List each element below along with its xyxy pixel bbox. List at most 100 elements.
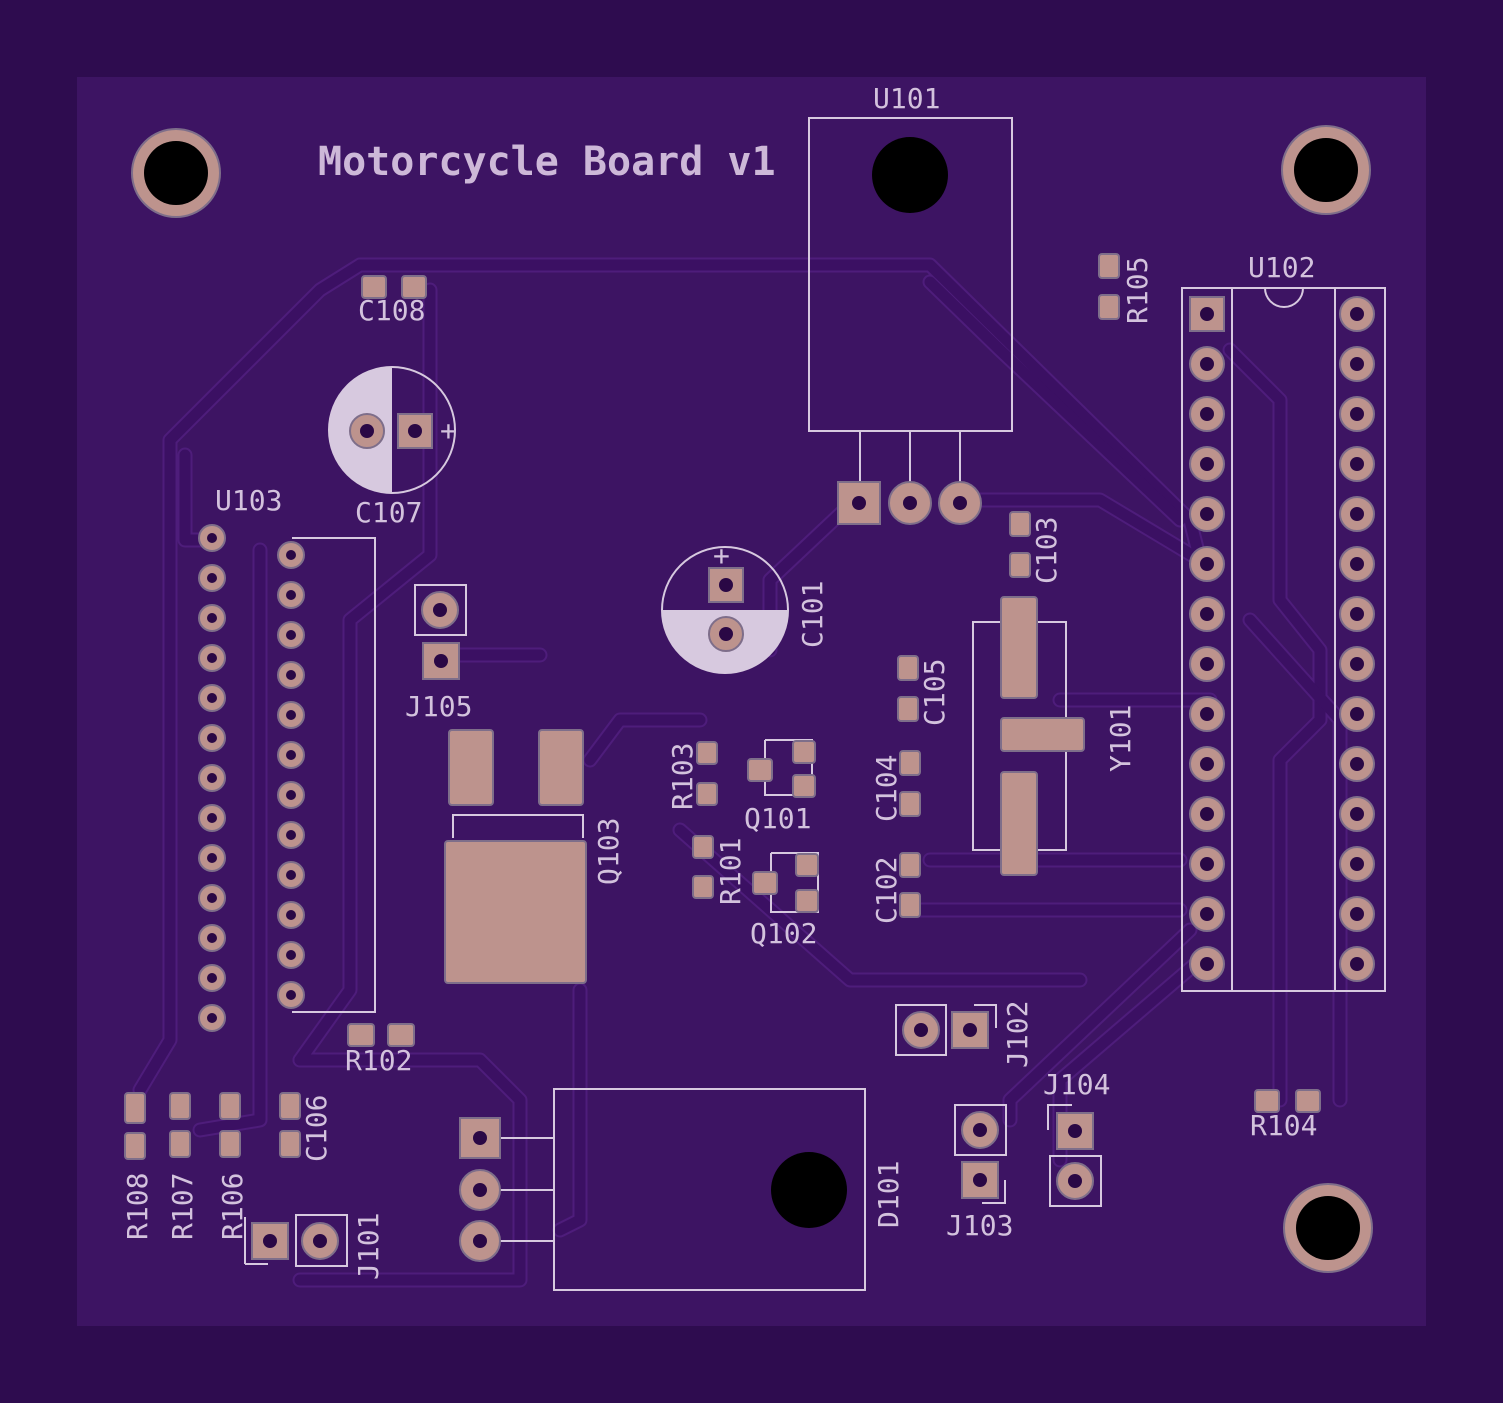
u102-pin bbox=[1189, 296, 1225, 332]
u103-pin bbox=[277, 541, 305, 569]
u101-label: U101 bbox=[873, 82, 940, 115]
u102-pin bbox=[1189, 846, 1225, 882]
svg-text:+: + bbox=[713, 539, 730, 572]
u102-pin bbox=[1189, 796, 1225, 832]
r106-resistor: R106 bbox=[216, 1092, 249, 1240]
u102-label: U102 bbox=[1248, 251, 1315, 284]
mounting-hole-top-right bbox=[1281, 125, 1371, 215]
u102-dip-ic: U102 bbox=[1181, 251, 1386, 992]
j101-label: J101 bbox=[352, 1213, 385, 1280]
u103-pin bbox=[277, 981, 305, 1009]
c102-capacitor: C102 bbox=[870, 852, 921, 924]
u102-pin bbox=[1339, 796, 1375, 832]
u103-pin bbox=[198, 844, 226, 872]
u102-pin bbox=[1339, 396, 1375, 432]
r102-label: R102 bbox=[345, 1044, 412, 1077]
u103-pin bbox=[198, 924, 226, 952]
c101-electrolytic: + C101 bbox=[661, 539, 829, 674]
r106-label: R106 bbox=[216, 1173, 249, 1240]
j104-connector: J104 bbox=[1043, 1068, 1110, 1207]
r105-resistor: R105 bbox=[1098, 253, 1154, 324]
r101-resistor: R101 bbox=[692, 835, 747, 905]
u103-pin bbox=[198, 724, 226, 752]
u103-module: U103 bbox=[198, 484, 376, 1032]
c102-label: C102 bbox=[870, 857, 903, 924]
q101-transistor: Q101 bbox=[744, 739, 816, 835]
u103-pin bbox=[277, 821, 305, 849]
r108-label: R108 bbox=[121, 1173, 154, 1240]
u102-pin bbox=[1189, 746, 1225, 782]
q101-label: Q101 bbox=[744, 802, 811, 835]
c107-electrolytic: + C107 bbox=[328, 366, 457, 529]
u103-pin bbox=[277, 741, 305, 769]
r108-resistor: R108 bbox=[121, 1092, 154, 1240]
u102-pin bbox=[1339, 896, 1375, 932]
r107-resistor: R107 bbox=[166, 1092, 199, 1240]
j102-connector: J102 bbox=[895, 1001, 1034, 1068]
u103-pin bbox=[198, 764, 226, 792]
u102-pin bbox=[1189, 646, 1225, 682]
j104-label: J104 bbox=[1043, 1068, 1110, 1101]
c108-label: C108 bbox=[358, 294, 425, 327]
u103-pin bbox=[198, 804, 226, 832]
u102-pin bbox=[1189, 896, 1225, 932]
u102-pin bbox=[1339, 846, 1375, 882]
c103-capacitor: C103 bbox=[1009, 511, 1063, 584]
j103-connector: J103 bbox=[946, 1104, 1013, 1242]
u102-pin bbox=[1339, 746, 1375, 782]
r105-label: R105 bbox=[1121, 257, 1154, 324]
board-title: Motorcycle Board v1 bbox=[318, 139, 776, 185]
u102-pin bbox=[1339, 546, 1375, 582]
u102-pin bbox=[1189, 346, 1225, 382]
c106-label: C106 bbox=[300, 1095, 333, 1162]
u102-pin bbox=[1189, 446, 1225, 482]
u102-pin bbox=[1189, 596, 1225, 632]
q102-label: Q102 bbox=[750, 917, 817, 950]
u102-pin bbox=[1339, 696, 1375, 732]
mounting-hole-top-left bbox=[131, 128, 221, 218]
u103-pin bbox=[198, 684, 226, 712]
r103-resistor: R103 bbox=[666, 741, 718, 810]
u103-pin bbox=[277, 901, 305, 929]
r104-label: R104 bbox=[1250, 1109, 1317, 1142]
r102-resistor: R102 bbox=[345, 1023, 415, 1077]
u102-pin bbox=[1189, 396, 1225, 432]
d101-label: D101 bbox=[872, 1161, 905, 1228]
y101-crystal: Y101 bbox=[972, 596, 1137, 876]
c101-label: C101 bbox=[796, 581, 829, 648]
u102-pin bbox=[1339, 646, 1375, 682]
u103-pin bbox=[277, 941, 305, 969]
c107-label: C107 bbox=[355, 496, 422, 529]
j105-label: J105 bbox=[405, 690, 472, 723]
u103-pin bbox=[198, 564, 226, 592]
u102-pin bbox=[1339, 346, 1375, 382]
q102-transistor: Q102 bbox=[750, 852, 819, 950]
u103-pin bbox=[198, 884, 226, 912]
r104-resistor: R104 bbox=[1250, 1089, 1321, 1142]
c104-capacitor: C104 bbox=[870, 750, 921, 822]
c105-capacitor: C105 bbox=[897, 655, 951, 726]
u103-pin bbox=[198, 1004, 226, 1032]
q103-mosfet: Q103 bbox=[444, 729, 625, 984]
u102-pin bbox=[1339, 596, 1375, 632]
u102-pin bbox=[1339, 446, 1375, 482]
d101-diode: D101 bbox=[459, 1088, 905, 1291]
u103-pin bbox=[198, 604, 226, 632]
u103-pin bbox=[277, 661, 305, 689]
mounting-hole-bottom-right bbox=[1283, 1183, 1373, 1273]
u102-pin bbox=[1339, 496, 1375, 532]
u102-pin bbox=[1189, 946, 1225, 982]
u103-pin bbox=[277, 701, 305, 729]
r101-label: R101 bbox=[714, 838, 747, 905]
mounting-holes bbox=[131, 125, 1373, 1273]
c104-label: C104 bbox=[870, 755, 903, 822]
j105-connector: J105 bbox=[405, 584, 472, 723]
svg-text:+: + bbox=[440, 414, 457, 447]
u102-pin bbox=[1339, 296, 1375, 332]
u103-label: U103 bbox=[215, 484, 282, 517]
c103-label: C103 bbox=[1030, 517, 1063, 584]
u103-pin bbox=[277, 861, 305, 889]
u103-pin bbox=[198, 644, 226, 672]
j103-label: J103 bbox=[946, 1209, 1013, 1242]
